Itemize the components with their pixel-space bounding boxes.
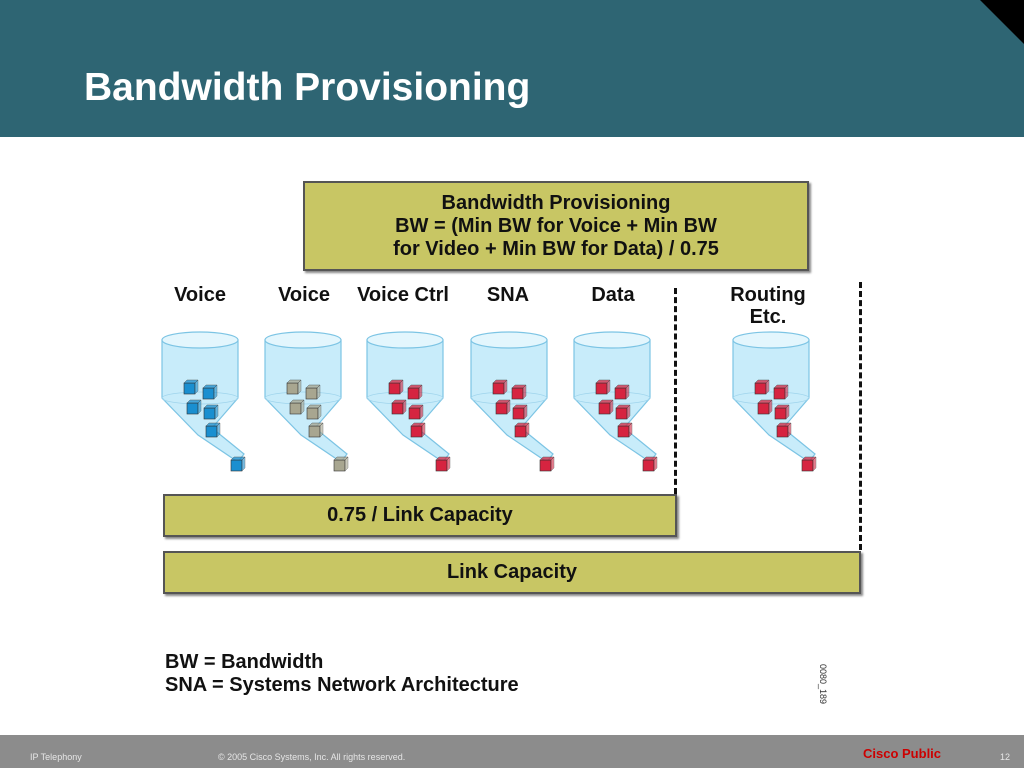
outgoing-packet	[333, 456, 349, 472]
footer-left: IP Telephony	[30, 752, 82, 762]
footer-copyright: © 2005 Cisco Systems, Inc. All rights re…	[218, 752, 406, 762]
queue-label-data: Data	[591, 284, 635, 306]
queue-packet	[308, 422, 324, 438]
queue-packet	[595, 379, 611, 395]
queue-label-voice-1: Voice	[174, 284, 226, 306]
queue-packet	[203, 404, 219, 420]
queue-packet	[754, 379, 770, 395]
outgoing-packet	[230, 456, 246, 472]
queue-packet	[305, 384, 321, 400]
capacity-075-box: 0.75 / Link Capacity	[163, 494, 677, 537]
funnel-top	[573, 331, 651, 349]
slide-footer	[0, 735, 1024, 768]
queue-label-voice-2: Voice	[278, 284, 330, 306]
queue-packet	[614, 384, 630, 400]
queue-packet	[202, 384, 218, 400]
outgoing-packet	[801, 456, 817, 472]
funnel-top	[264, 331, 342, 349]
outgoing-packet	[435, 456, 451, 472]
queue-packet	[598, 399, 614, 415]
queue-packet	[186, 399, 202, 415]
funnel-top	[732, 331, 810, 349]
outgoing-packet	[642, 456, 658, 472]
formula-line-2: BW = (Min BW for Voice + Min BW	[395, 214, 717, 237]
footer-classification: Cisco Public	[863, 746, 942, 761]
queue-packet	[408, 404, 424, 420]
funnel-body	[732, 339, 816, 463]
funnel-body	[470, 339, 554, 463]
queue-label-sna: SNA	[486, 284, 530, 306]
queue-packet	[511, 384, 527, 400]
funnel-body	[161, 339, 245, 463]
queue-packet	[495, 399, 511, 415]
queue-packet	[773, 384, 789, 400]
figure-code: 0080_189	[818, 664, 828, 705]
funnel-top	[470, 331, 548, 349]
queue-label-routing: Routing Etc.	[730, 284, 806, 328]
queue-packet	[776, 422, 792, 438]
funnel-body	[366, 339, 450, 463]
legend-bw: BW = Bandwidth	[165, 651, 324, 673]
queue-packet	[183, 379, 199, 395]
queue-packet	[774, 404, 790, 420]
legend-sna: SNA = Systems Network Architecture	[165, 674, 519, 696]
formula-line-1: Bandwidth Provisioning	[441, 191, 671, 214]
queue-packet	[205, 422, 221, 438]
queue-packet	[410, 422, 426, 438]
queue-packet	[757, 399, 773, 415]
queue-packet	[306, 404, 322, 420]
divider-dashed-long	[859, 282, 862, 550]
corner-triangle	[980, 0, 1024, 44]
funnel-top	[366, 331, 444, 349]
queue-packet	[514, 422, 530, 438]
footer-page-number: 12	[1000, 752, 1011, 762]
queue-packet	[407, 384, 423, 400]
formula-box: Bandwidth Provisioning BW = (Min BW for …	[303, 181, 809, 271]
queue-packet	[289, 399, 305, 415]
queue-packet	[615, 404, 631, 420]
queue-packet	[286, 379, 302, 395]
slide-title: Bandwidth Provisioning	[84, 66, 531, 109]
queue-packet	[512, 404, 528, 420]
queue-packet	[388, 379, 404, 395]
formula-line-3: for Video + Min BW for Data) / 0.75	[393, 237, 719, 260]
queue-packet	[492, 379, 508, 395]
funnel-body	[264, 339, 348, 463]
funnel-top	[161, 331, 239, 349]
outgoing-packet	[539, 456, 555, 472]
divider-dashed-short	[674, 288, 677, 494]
queue-packet	[617, 422, 633, 438]
slide-header: Bandwidth Provisioning	[0, 0, 1024, 137]
link-capacity-box: Link Capacity	[163, 551, 861, 594]
queue-label-voice-ctrl: Voice Ctrl	[357, 284, 449, 306]
funnel-body	[573, 339, 657, 463]
queue-packet	[391, 399, 407, 415]
